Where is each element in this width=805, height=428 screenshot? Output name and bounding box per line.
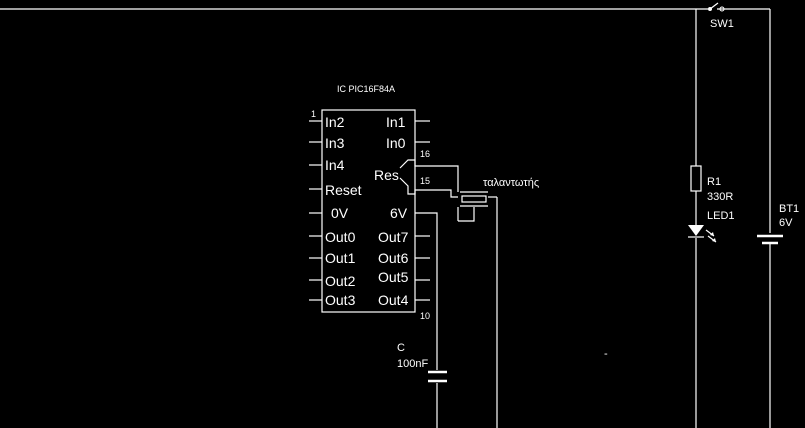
ic-pin-res: Res bbox=[374, 167, 399, 183]
ic-pin-reset: Reset bbox=[325, 182, 362, 198]
ic-pin-in2: In2 bbox=[325, 114, 345, 130]
ic-pin-out0: Out0 bbox=[325, 229, 356, 245]
battery-value: 6V bbox=[779, 217, 793, 229]
oscillator-crystal-icon bbox=[460, 191, 488, 207]
oscillator-wires bbox=[399, 159, 475, 222]
pin-number-1: 1 bbox=[311, 109, 316, 119]
ic-pin-out6: Out6 bbox=[378, 250, 409, 266]
capacitor-icon bbox=[428, 370, 447, 383]
ic-pin-in4: In4 bbox=[325, 157, 345, 173]
capacitor-name: C bbox=[397, 342, 405, 354]
ic-pin-in3: In3 bbox=[325, 135, 345, 151]
oscillator-label: ταλαντωτής bbox=[483, 177, 539, 189]
power-wire-6v bbox=[415, 212, 438, 428]
stray-dash: - bbox=[604, 348, 608, 360]
ic-pin-out7: Out7 bbox=[378, 229, 409, 245]
switch-sw1 bbox=[708, 2, 725, 12]
pin-number-15: 15 bbox=[420, 176, 430, 186]
ic-pin-out1: Out1 bbox=[325, 250, 356, 266]
ic-right-pin-stubs bbox=[415, 120, 430, 301]
ic-pin-in1: In1 bbox=[386, 114, 406, 130]
pin-number-10: 10 bbox=[420, 311, 430, 321]
led-icon bbox=[688, 225, 717, 243]
pin-number-16: 16 bbox=[420, 149, 430, 159]
switch-label: SW1 bbox=[710, 18, 734, 30]
battery-name: BT1 bbox=[779, 203, 799, 215]
ic-pin-out5: Out5 bbox=[378, 269, 409, 285]
ic-pin-6v: 6V bbox=[390, 205, 408, 221]
ic-pin-out4: Out4 bbox=[378, 292, 409, 308]
ic-pin-out2: Out2 bbox=[325, 273, 356, 289]
ic-pin-in0: In0 bbox=[386, 135, 406, 151]
capacitor-value: 100nF bbox=[397, 358, 428, 370]
ic-body bbox=[321, 109, 416, 313]
ic-left-pin-stubs bbox=[309, 120, 322, 301]
resistor-r1 bbox=[690, 165, 702, 192]
resistor-value: 330R bbox=[707, 191, 733, 203]
battery-icon bbox=[757, 234, 783, 245]
ic-title: IC PIC16F84A bbox=[337, 84, 395, 94]
ic-pin-0v: 0V bbox=[331, 205, 349, 221]
resistor-name: R1 bbox=[707, 176, 721, 188]
ic-pin-out3: Out3 bbox=[325, 292, 356, 308]
led-label: LED1 bbox=[707, 210, 735, 222]
